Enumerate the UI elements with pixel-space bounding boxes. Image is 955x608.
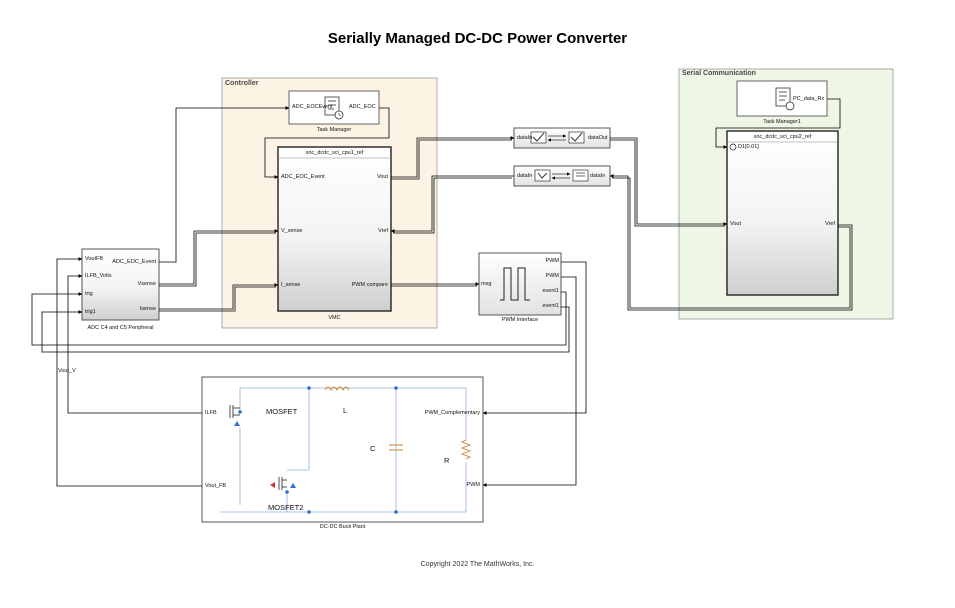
mosfet1-icon [229,405,240,426]
adc-label: ADC C4 and C5 Peripheral [87,325,154,331]
inductor-icon [324,386,350,392]
rate-clock-icon [729,143,737,151]
vmc-in-v-sense: V_sense [281,228,303,234]
adc-in-trig: trig [85,291,93,297]
mosfet2-icon [270,477,296,490]
task-manager-in-port: ADC_EOCEvent [292,104,333,110]
pwm-interface-block[interactable] [478,252,562,316]
sci-tx-in-port: dataIn [517,135,533,141]
pwm-in-msg: msg [481,281,492,287]
vmc-out-vref: Vref [378,228,388,234]
cpu2-rate: D1[0.01] [738,144,759,150]
adc-out-eoc-event: ADC_EOC_Event [112,259,156,265]
sci-receive-icon [534,169,589,182]
vmc-out-vout: Vout [376,174,388,180]
buck-plant-block[interactable] [201,376,484,523]
cpu2-model-block[interactable] [726,130,839,296]
sci-rx-out-port: dataIn [590,173,606,179]
plant-connection-nodes [238,386,398,514]
pwm-out-pwm: PWM [545,258,559,264]
sci-transmit-icon [530,131,585,144]
page-title: Serially Managed DC-DC Power Converter [327,30,628,47]
capacitor-label: C [370,444,376,453]
vmc-block[interactable] [277,146,392,312]
serial-area-label: Serial Communication [682,70,756,77]
task-manager-label: Task Manager [316,127,352,133]
cpu2-out-vref: Vref [825,221,835,227]
adc-in-ilfb-volts: ILFB_Volts [85,273,112,279]
plant-port-pwm-complementary: PWM_Complementary [424,410,480,416]
cpu2-in-vout: Vout [730,221,742,227]
adc-peripheral-block[interactable] [81,248,160,321]
sci-rx-in-port: dataIn [517,173,533,179]
adc-out-vsense: Vsense [137,281,156,287]
plant-port-vout-fb: Vout_FB [205,483,227,489]
controller-area-label: Controller [225,80,259,87]
vmc-in-adc-eoc-event: ADC_EOC_Event [281,174,325,180]
task-manager-out-port: ADC_EOC [349,104,376,110]
plant-port-ilfb: ILFB [205,410,217,416]
plant-port-pwm: PWM [466,482,480,488]
pwm-out-event1-2: event1 [542,303,559,309]
mosfet2-label: MOSFET2 [268,503,304,512]
signal-lines [31,98,853,487]
adc-in-trig1: trig1 [85,309,96,315]
mosfet1-label: MOSFET [266,407,298,416]
adc-in-voutfb: VoutFB [85,256,104,262]
sci-tx-out-port: dataOut [588,135,608,141]
signal-label-vout-v: Vout_V [58,368,76,374]
task-manager1-icon [775,87,795,111]
inductor-label: L [343,406,348,415]
pwm-out-pwm-2: PWM [545,273,559,279]
task-manager-icon [324,96,344,120]
vmc-label: VMC [328,315,341,321]
resistor-label: R [444,456,450,465]
plant-label: DC-DC Buck Plant [319,524,366,530]
vmc-in-i-sense: I_sense [281,282,301,288]
pwm-out-event1: event1 [542,288,559,294]
pwm-waveform-icon [500,267,530,301]
capacitor-icon [389,444,403,451]
copyright-notice: Copyright 2022 The MathWorks, Inc. [420,561,535,568]
cpu2-header: soc_dcdc_sci_cpu2_ref [753,134,812,140]
task-manager1-label: Task Manager1 [763,119,801,125]
adc-out-isense: Isense [139,306,156,312]
pwm-interface-label: PWM Interface [501,317,539,323]
task-manager1-out-port: PC_data_Rx [793,96,825,102]
vmc-header: soc_dcdc_sci_cpu1_ref [305,150,364,156]
resistor-icon [460,439,472,460]
vmc-out-pwm-compare: PWM compare [351,282,388,288]
